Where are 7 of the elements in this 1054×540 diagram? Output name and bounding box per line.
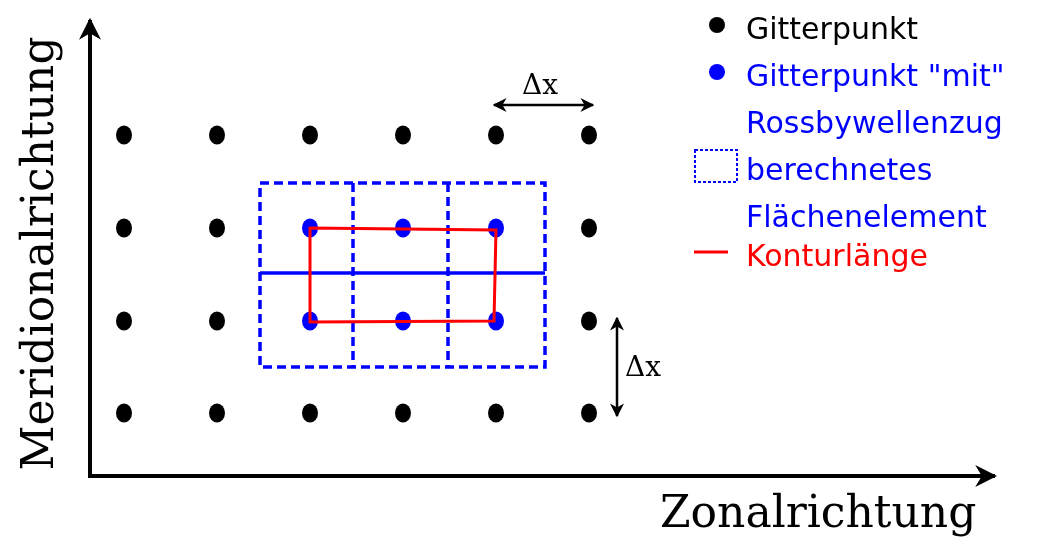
legend-text: Konturlänge — [746, 237, 929, 275]
dimension-label: Δx — [522, 68, 558, 101]
dimension-label: Δx — [625, 350, 661, 383]
legend-text: Gitterpunkt — [746, 10, 920, 48]
axis-label: Meridionalrichtung — [11, 35, 63, 473]
legend-text: berechnetes Flächenelement — [746, 151, 988, 236]
axis-label: Zonalrichtung — [660, 486, 977, 537]
